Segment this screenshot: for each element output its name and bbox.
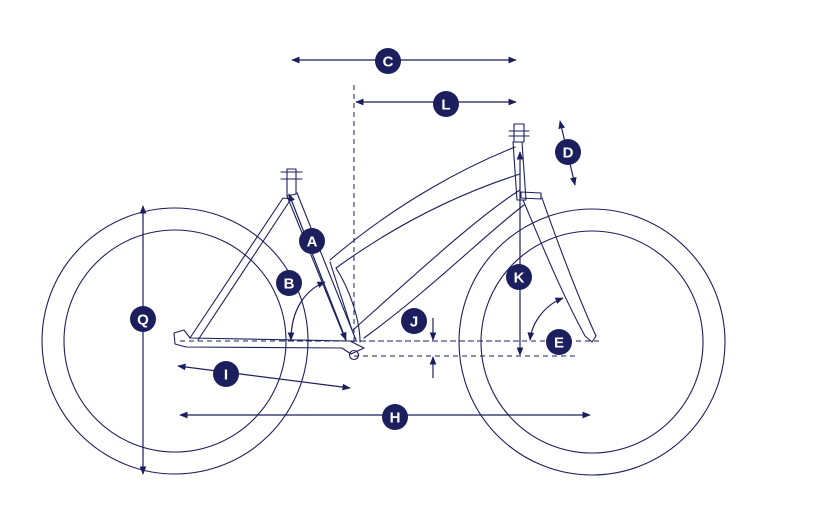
badge-q: Q bbox=[130, 306, 156, 332]
front-wheel bbox=[458, 208, 726, 476]
badge-c: C bbox=[375, 48, 401, 74]
e-arrow bbox=[527, 297, 564, 341]
badge-j-label: J bbox=[410, 314, 418, 331]
badge-e: E bbox=[546, 329, 572, 355]
badge-h: H bbox=[382, 404, 408, 430]
badge-e-label: E bbox=[554, 335, 564, 352]
badge-q-label: Q bbox=[137, 312, 149, 329]
badge-k-label: K bbox=[514, 270, 525, 287]
a-arrow bbox=[288, 193, 347, 341]
badge-h-label: H bbox=[390, 410, 401, 427]
badge-j: J bbox=[401, 308, 427, 334]
badge-l-label: L bbox=[441, 97, 450, 114]
i-arrow bbox=[177, 363, 351, 391]
badge-c-label: C bbox=[383, 54, 394, 71]
badge-i: I bbox=[213, 361, 239, 387]
badge-i-label: I bbox=[224, 367, 228, 384]
badge-l: L bbox=[433, 91, 459, 117]
reference-lines bbox=[180, 85, 600, 357]
badge-b: B bbox=[276, 270, 302, 296]
badge-a-label: A bbox=[307, 234, 318, 251]
badge-b-label: B bbox=[284, 276, 295, 293]
badge-d-label: D bbox=[563, 145, 574, 162]
b-arrow bbox=[287, 281, 326, 341]
bike-frame bbox=[173, 123, 597, 361]
badge-k: K bbox=[506, 264, 532, 290]
badge-d: D bbox=[555, 139, 581, 165]
badge-a: A bbox=[299, 228, 325, 254]
